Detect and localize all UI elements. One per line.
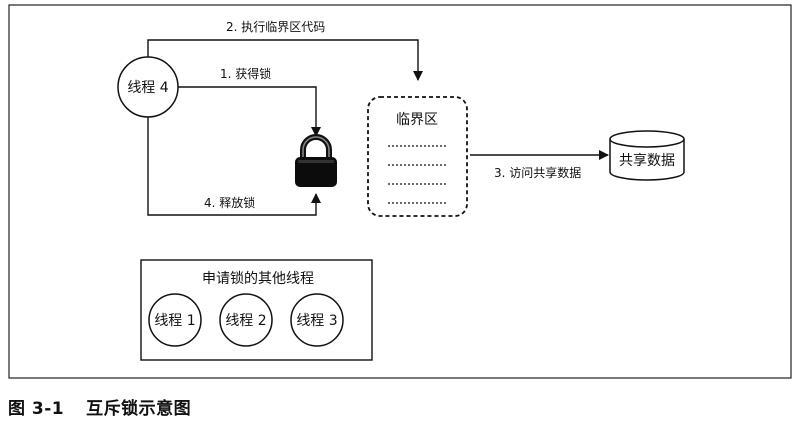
thread2-node — [219, 293, 273, 347]
step4-label: 4. 释放锁 — [204, 195, 255, 210]
code-lines — [388, 145, 447, 204]
other-threads-title: 申请锁的其他线程 — [202, 271, 314, 287]
padlock-icon — [295, 134, 337, 187]
figure-title: 互斥锁示意图 — [86, 399, 192, 419]
arrow-acquire-lock — [178, 86, 321, 137]
figure-number: 图 3-1 — [8, 399, 65, 419]
thread3-label: 线程 3 — [296, 313, 337, 329]
thread4-node — [117, 56, 179, 118]
thread1-node — [148, 293, 202, 347]
mutex-diagram: 2. 执行临界区代码 1. 获得锁 4. 释放锁 3. 访问共享数据 线程 4 … — [8, 4, 792, 379]
database-cylinder-icon — [609, 130, 685, 181]
figure-frame — [8, 4, 792, 379]
thread4-label: 线程 4 — [127, 80, 168, 96]
arrow-release-lock — [147, 110, 321, 216]
thread2-label: 线程 2 — [225, 313, 266, 329]
thread1-label: 线程 1 — [154, 313, 195, 329]
step3-label: 3. 访问共享数据 — [494, 165, 581, 180]
shared-data-label: 共享数据 — [619, 152, 675, 169]
step1-label: 1. 获得锁 — [220, 66, 271, 81]
critical-section-label: 临界区 — [396, 112, 438, 128]
step2-label: 2. 执行临界区代码 — [226, 20, 325, 34]
figure-caption: 图 3-1 互斥锁示意图 — [8, 394, 191, 419]
thread3-node — [290, 293, 344, 347]
arrow-execute-critical-section — [147, 39, 423, 81]
critical-section-box — [367, 96, 468, 217]
